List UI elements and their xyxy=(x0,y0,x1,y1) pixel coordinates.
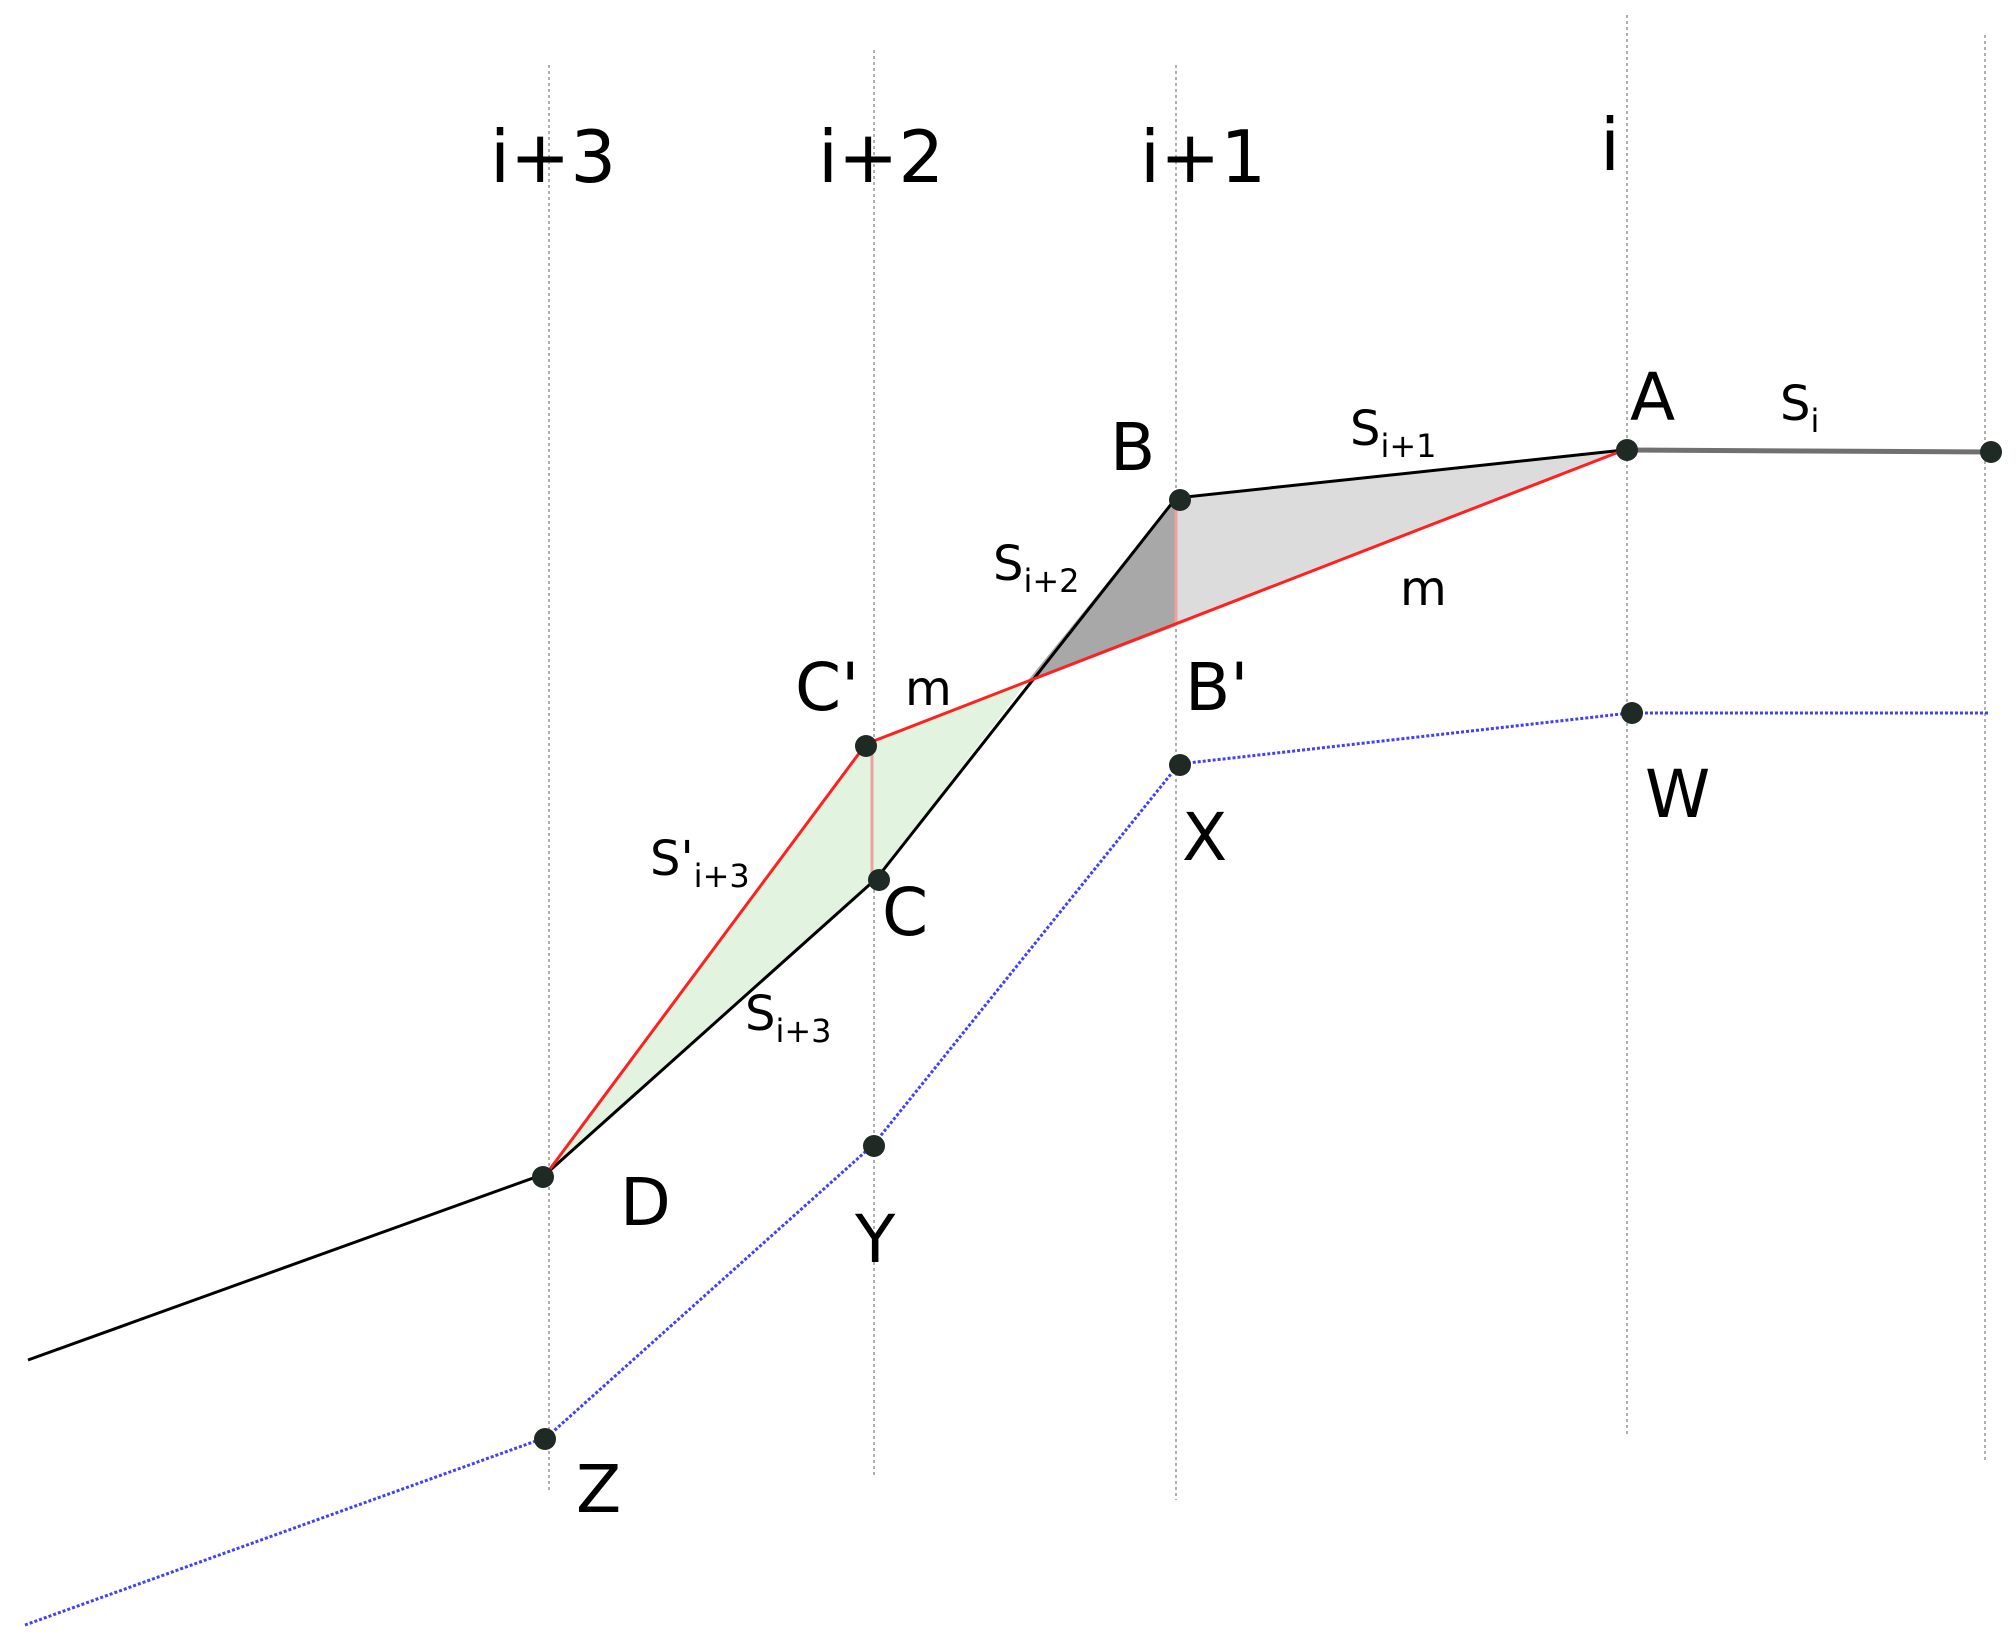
point-label-a: A xyxy=(1630,359,1675,436)
point-label-c: C xyxy=(882,874,928,951)
point-right-end-dot xyxy=(1980,441,2002,463)
column-label-i1: i+1 xyxy=(1140,115,1266,199)
point-label-w: W xyxy=(1645,756,1710,833)
point-label-b: B xyxy=(1110,409,1155,486)
modified-profile-line xyxy=(545,448,1625,1174)
segment-s-i-line xyxy=(1623,447,1991,455)
point-z-dot xyxy=(534,1428,556,1450)
segment-label-s-prime-i3: S'i+3 xyxy=(650,831,750,895)
point-a-dot xyxy=(1616,439,1638,461)
segment-label-s-i: Si xyxy=(1780,376,1819,440)
segment-label-s-i3: Si+3 xyxy=(745,986,832,1050)
point-x-dot xyxy=(1169,754,1191,776)
reference-profile-line xyxy=(24,711,1990,1627)
point-label-x: X xyxy=(1182,799,1227,876)
point-y-dot xyxy=(863,1135,885,1157)
point-label-z: Z xyxy=(576,1451,621,1528)
points xyxy=(532,439,2002,1450)
point-b-dot xyxy=(1169,489,1191,511)
segment-label-s-i2: Si+2 xyxy=(993,536,1080,600)
point-c-dot xyxy=(868,869,890,891)
green-region xyxy=(547,684,1025,1173)
point-c-prime-dot xyxy=(855,735,877,757)
point-label-c-prime: C' xyxy=(795,649,859,726)
segment-label-s-i1: Si+1 xyxy=(1350,401,1437,465)
column-label-i: i xyxy=(1600,103,1620,187)
column-label-i2: i+2 xyxy=(818,115,944,199)
segment-label-m-lower: m xyxy=(905,661,952,717)
column-guides xyxy=(548,15,1986,1500)
column-label-i3: i+3 xyxy=(490,115,616,199)
point-d-dot xyxy=(532,1166,554,1188)
segment-label-m-upper: m xyxy=(1400,561,1447,617)
point-w-dot xyxy=(1621,702,1643,724)
point-label-d: D xyxy=(620,1164,671,1241)
point-label-y: Y xyxy=(854,1201,896,1278)
point-label-b-prime: B' xyxy=(1185,649,1248,726)
